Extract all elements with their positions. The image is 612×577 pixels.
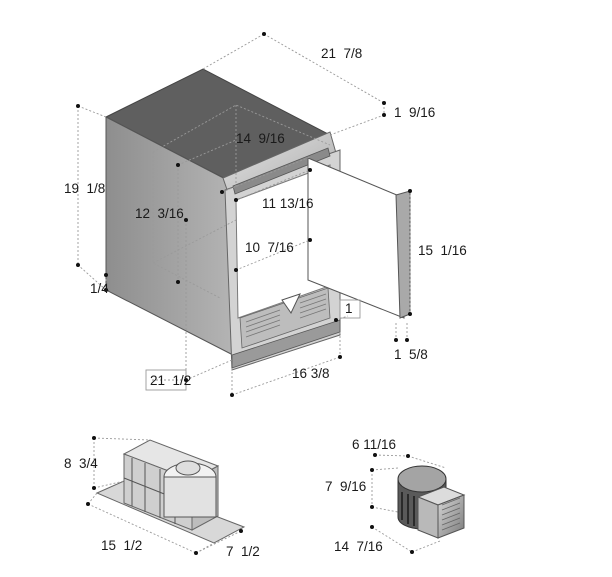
overall-depth-label: 21 7/8 <box>321 46 362 61</box>
compressor-width-label: 7 1/2 <box>226 544 260 559</box>
overall-height-label: 19 1/8 <box>64 181 105 196</box>
fan-cylinder-top <box>397 465 447 493</box>
compressor-dimension-points <box>86 436 243 555</box>
grille-slots <box>245 293 327 338</box>
door-offset-top-label: 1 9/16 <box>394 105 435 120</box>
fan-unit-drawing: 6 11/16 7 9/16 14 7/16 <box>325 437 466 554</box>
door-gap-label-box <box>339 299 361 319</box>
base-step-label: 1/4 <box>90 281 109 296</box>
overall-width-label: 16 3/8 <box>292 366 330 381</box>
compressor-length-label: 15 1/2 <box>101 538 142 553</box>
brand-logo-icon <box>281 293 301 314</box>
fan-width-label: 6 11/16 <box>352 437 396 452</box>
control-strip <box>232 147 331 195</box>
hidden-lines <box>152 104 331 299</box>
door-thickness-label: 1 5/8 <box>394 347 428 362</box>
door-height-label: 15 1/16 <box>418 243 467 258</box>
interior-width-top-label: 11 13/16 <box>262 196 314 211</box>
fridge-dimension-points <box>76 32 412 397</box>
fan-fins <box>401 492 415 526</box>
fan-dimension-lines <box>371 454 447 553</box>
interior-depth-label: 14 9/16 <box>236 131 285 146</box>
fridge-drawing: 21 7/8 1 9/16 19 1/8 12 3/16 14 9/16 11 … <box>64 32 467 397</box>
compressor-drawing: 8 3/4 15 1/2 7 1/2 <box>64 436 260 559</box>
bottom-grille <box>239 287 331 349</box>
fan-grille-slots <box>441 497 461 531</box>
door-panel <box>307 157 405 319</box>
compressor-body <box>163 476 217 518</box>
interior-width-mid-label: 10 7/16 <box>245 240 294 255</box>
door-bottom-gap-label: 1 <box>345 301 353 316</box>
compressor-height-label: 8 3/4 <box>64 456 98 471</box>
fridge-dimension-lines <box>77 33 411 396</box>
cabinet-depth-label: 21 1/2 <box>150 373 191 388</box>
interior-height-label: 12 3/16 <box>135 206 184 221</box>
fan-depth-label: 14 7/16 <box>334 539 383 554</box>
compressor-dimension-lines <box>87 437 242 554</box>
fan-dimension-points <box>370 453 414 554</box>
fan-height-label: 7 9/16 <box>325 479 366 494</box>
compressor-cap <box>175 460 201 476</box>
